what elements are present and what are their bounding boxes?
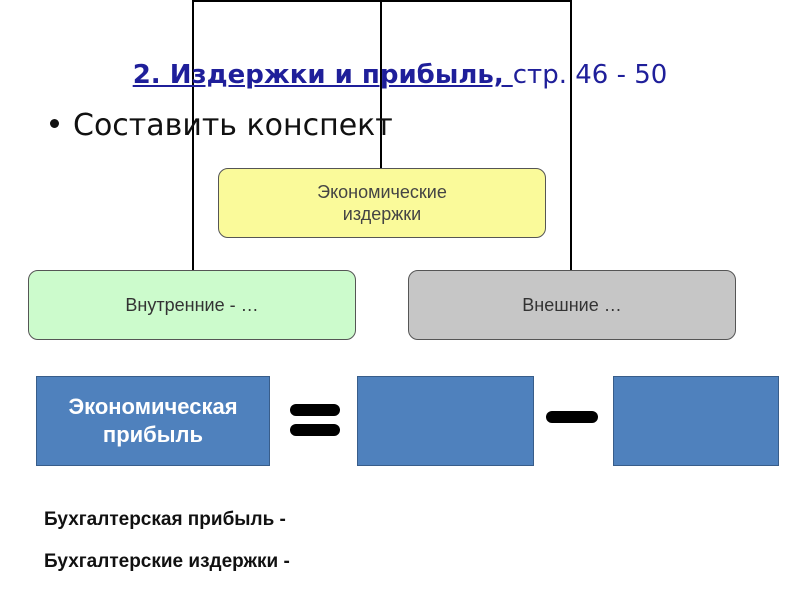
- economic-costs-box: Экономические издержки: [218, 168, 546, 238]
- equals-sign-top: [290, 404, 340, 416]
- accounting-costs-line: Бухгалтерские издержки -: [44, 551, 290, 572]
- slide-title: 2. Издержки и прибыль, стр. 46 - 50: [0, 60, 800, 90]
- external-costs-box: Внешние …: [408, 270, 736, 340]
- blank-box-2: [613, 376, 779, 466]
- bullet-dot: [50, 119, 59, 128]
- economic-profit-box: Экономическая прибыль: [36, 376, 270, 466]
- external-costs-label: Внешние …: [522, 294, 622, 315]
- blank-box-1: [357, 376, 534, 466]
- minus-sign: [546, 411, 598, 423]
- internal-costs-label: Внутренние - …: [125, 294, 259, 315]
- connector-right-vertical: [570, 0, 572, 270]
- internal-costs-box: Внутренние - …: [28, 270, 356, 340]
- bullet-text: Составить конспект: [73, 108, 393, 143]
- bullet-item: Составить конспект: [50, 108, 393, 143]
- economic-profit-label: Экономическая прибыль: [68, 394, 238, 447]
- connector-top-horizontal: [192, 0, 572, 2]
- equals-sign-bottom: [290, 424, 340, 436]
- connector-middle-vertical: [380, 0, 382, 168]
- economic-costs-label: Экономические издержки: [317, 182, 447, 224]
- connector-left-vertical: [192, 0, 194, 270]
- title-link[interactable]: 2. Издержки и прибыль,: [132, 60, 513, 90]
- accounting-profit-line: Бухгалтерская прибыль -: [44, 509, 286, 530]
- title-pages: стр. 46 - 50: [512, 60, 668, 90]
